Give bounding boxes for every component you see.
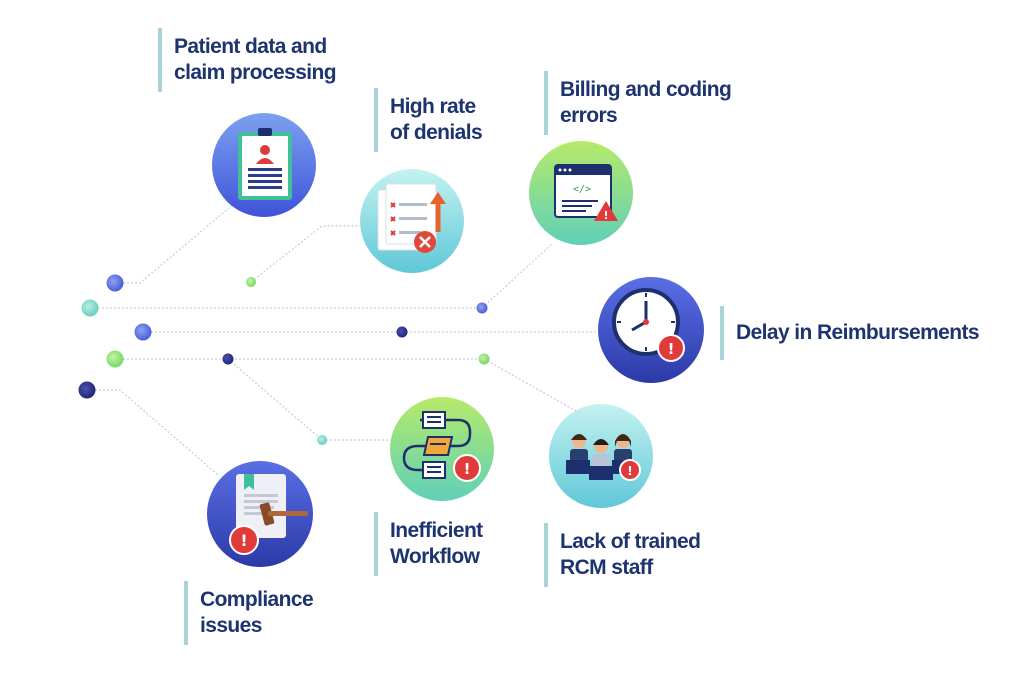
connector-workflow	[227, 358, 390, 441]
denied-claim-document-icon	[360, 169, 464, 273]
label-lack-trained-staff: Lack of trained RCM staff	[544, 523, 701, 587]
node-dot	[246, 277, 256, 287]
connector-lines	[87, 201, 600, 476]
patient-id-card-icon	[212, 113, 316, 217]
label-patient-data: Patient data and claim processing	[158, 28, 337, 92]
connector-dots	[78, 274, 490, 445]
svg-text:!: !	[240, 531, 247, 550]
svg-text:!: !	[603, 209, 608, 222]
svg-text:!: !	[668, 340, 675, 358]
label-delay-reimbursements: Delay in Reimbursements	[720, 306, 980, 360]
accent-bar	[184, 581, 188, 645]
node-dot	[478, 353, 490, 365]
connector-billing	[481, 243, 553, 309]
node-dot	[476, 302, 488, 314]
node-dot	[78, 381, 96, 399]
accent-bar	[374, 512, 378, 576]
node-dot	[317, 435, 327, 445]
svg-text:!: !	[627, 464, 632, 478]
connector-compliance	[87, 389, 219, 476]
workflow-alert-icon: !	[390, 397, 494, 501]
accent-bar	[544, 71, 548, 135]
svg-text:!: !	[464, 460, 471, 478]
connector-staff	[483, 358, 579, 413]
label-compliance-issues: Compliance issues	[184, 581, 314, 645]
node-dot	[222, 353, 234, 365]
accent-bar	[158, 28, 162, 92]
node-dot	[396, 326, 408, 338]
node-dot	[106, 350, 124, 368]
node-dot	[106, 274, 124, 292]
connector-denials	[250, 225, 360, 283]
node-dot	[81, 299, 99, 317]
label-high-denials: High rate of denials	[374, 88, 483, 152]
label-billing-errors: Billing and coding errors	[544, 71, 732, 135]
label-inefficient-workflow: Inefficient Workflow	[374, 512, 483, 576]
connector-patient	[115, 201, 237, 284]
node-dot	[134, 323, 152, 341]
accent-bar	[374, 88, 378, 152]
staff-team-alert-icon: !	[549, 404, 653, 508]
accent-bar	[720, 306, 724, 360]
accent-bar	[544, 523, 548, 587]
clock-alert-icon: !	[598, 277, 704, 383]
code-window-warning-icon: </> !	[529, 141, 633, 245]
svg-text:</>: </>	[573, 184, 591, 195]
gavel-document-alert-icon: !	[207, 461, 313, 567]
